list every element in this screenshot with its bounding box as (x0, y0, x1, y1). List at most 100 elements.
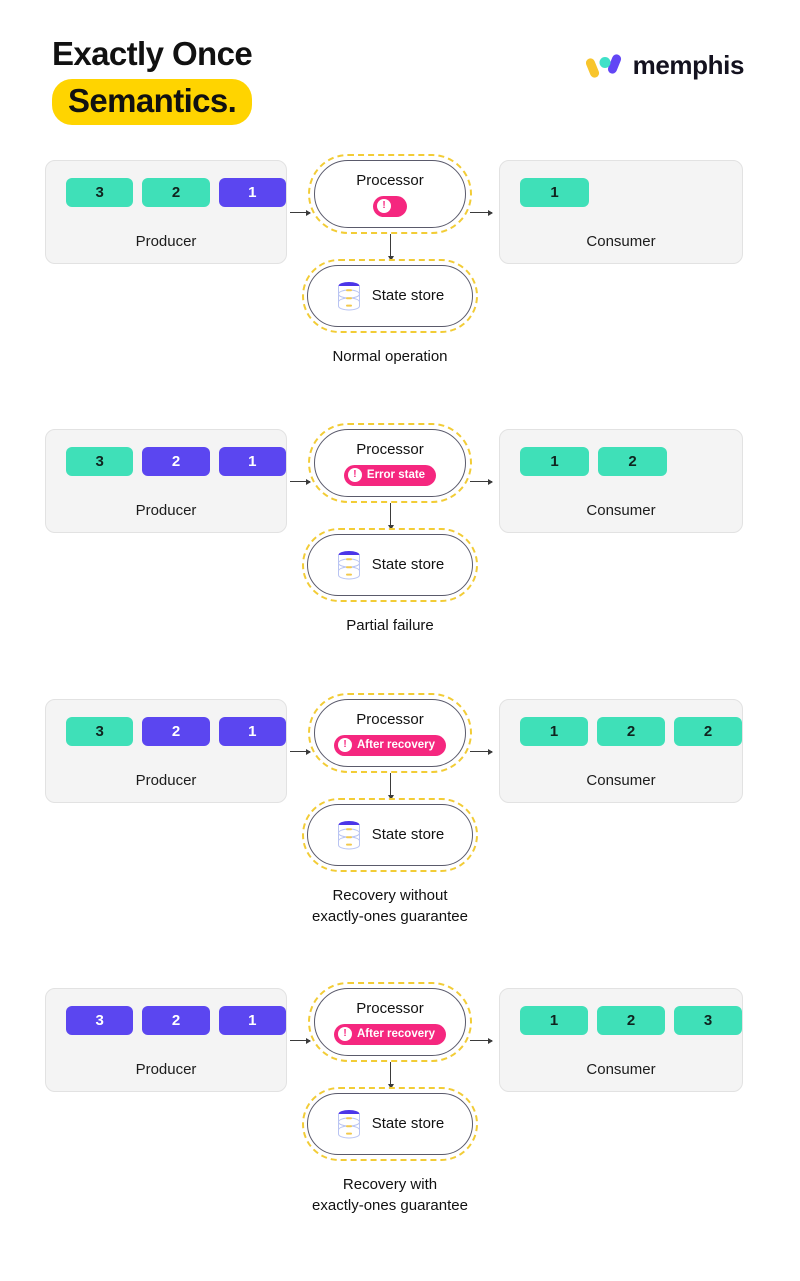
caption-line-1: Recovery without (332, 887, 448, 904)
consumer-chips: 1 (500, 178, 742, 207)
processor-status-badge: ! (373, 195, 407, 217)
message-chip: 2 (142, 447, 210, 476)
section-caption: Recovery with exactly-ones guarantee (250, 1174, 530, 1216)
processor-label: Processor (356, 710, 424, 728)
arrow-processor-to-state-store (387, 773, 394, 800)
processor-label: Processor (356, 999, 424, 1017)
title-line-2-wrapper: Semantics. (52, 79, 253, 125)
message-chip: 1 (520, 1006, 588, 1035)
database-icon (336, 550, 362, 580)
exclamation-icon: ! (377, 199, 391, 213)
processor-status-badge: ! After recovery (334, 1023, 446, 1045)
processor-label: Processor (356, 171, 424, 189)
message-chip: 1 (218, 717, 286, 746)
arrow-producer-to-processor (290, 1037, 311, 1044)
arrow-processor-to-consumer (470, 748, 493, 755)
state-store-label: State store (371, 556, 445, 573)
message-chip: 1 (218, 447, 286, 476)
processor-status-badge: ! After recovery (334, 734, 446, 756)
page-title: Exactly Once Semantics. (52, 34, 253, 125)
memphis-logo-icon (585, 51, 624, 81)
message-chip: 2 (142, 178, 210, 207)
arrow-producer-to-processor (290, 478, 311, 485)
producer-label: Producer (135, 1061, 197, 1078)
processor-status-text: Error state (366, 469, 426, 481)
consumer-label: Consumer (586, 1061, 656, 1078)
processor-node: Processor ! After recovery (314, 988, 466, 1056)
brand-name: memphis (632, 50, 745, 80)
state-store-node: State store (307, 265, 473, 327)
consumer-box: 1 Consumer (499, 160, 743, 264)
message-chip: 1 (218, 1006, 286, 1035)
message-chip: 2 (598, 447, 667, 476)
producer-label: Producer (135, 233, 197, 250)
message-chip: 2 (142, 717, 210, 746)
state-store-node: State store (307, 804, 473, 866)
processor-node: Processor ! After recovery (314, 699, 466, 767)
processor-status-text: After recovery (357, 1028, 435, 1040)
arrow-processor-to-state-store (387, 503, 394, 530)
exclamation-icon: ! (347, 468, 362, 482)
message-chip: 2 (597, 717, 665, 746)
message-chip: 3 (66, 447, 134, 476)
exclamation-icon: ! (338, 1027, 352, 1041)
page-header: Exactly Once Semantics. memphis (0, 34, 800, 125)
consumer-label: Consumer (586, 772, 656, 789)
message-chip: 2 (674, 717, 742, 746)
message-chip: 1 (218, 178, 286, 207)
database-icon (336, 1109, 362, 1139)
title-line-1: Exactly Once (52, 35, 253, 72)
state-store-node: State store (307, 534, 473, 596)
processor-node: Processor ! (314, 160, 466, 228)
producer-label: Producer (135, 502, 197, 519)
consumer-label: Consumer (586, 502, 656, 519)
producer-label: Producer (135, 772, 197, 789)
message-chip: 3 (674, 1006, 742, 1035)
message-chip: 2 (597, 1006, 665, 1035)
database-icon (336, 820, 362, 850)
arrow-producer-to-processor (290, 748, 311, 755)
message-chip: 3 (66, 1006, 134, 1035)
message-chip: 3 (66, 717, 134, 746)
brand-logo: memphis (585, 50, 745, 81)
caption-line-1: Recovery with (342, 1176, 438, 1193)
processor-status-badge: ! Error state (343, 464, 437, 486)
arrow-processor-to-state-store (387, 1062, 394, 1089)
consumer-label: Consumer (586, 233, 656, 250)
message-chip: 3 (66, 178, 134, 207)
state-store-node: State store (307, 1093, 473, 1155)
arrow-producer-to-processor (290, 209, 311, 216)
state-store-label: State store (371, 1115, 445, 1132)
state-store-label: State store (371, 826, 445, 843)
arrow-processor-to-consumer (470, 478, 493, 485)
exclamation-icon: ! (338, 738, 352, 752)
title-highlight: Semantics. (52, 79, 253, 125)
processor-node: Processor ! Error state (314, 429, 466, 497)
state-store-label: State store (371, 287, 445, 304)
caption-line-2: exactly-ones guarantee (312, 1197, 468, 1214)
section-caption: Partial failure (346, 617, 434, 634)
processor-label: Processor (356, 440, 424, 458)
section-caption: Normal operation (332, 348, 448, 365)
message-chip: 1 (520, 717, 588, 746)
message-chip: 1 (520, 447, 589, 476)
